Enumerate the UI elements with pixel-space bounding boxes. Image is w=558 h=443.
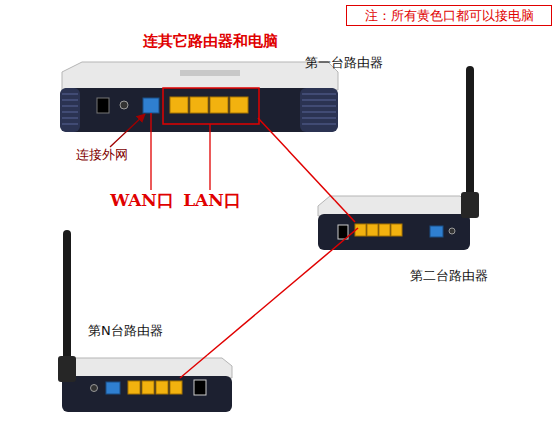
note-box: 注：所有黄色口都可以接电脑 (346, 5, 552, 26)
lan-port (190, 97, 208, 113)
router-top (62, 358, 232, 378)
port-name: WAN口 (106, 189, 178, 212)
router-logo (180, 70, 240, 76)
vent-line (302, 99, 336, 101)
leader-line (209, 124, 210, 190)
router-box: 第二台路由器 (318, 200, 470, 250)
port-name: LAN口 (176, 189, 248, 212)
antenna-base (58, 356, 76, 382)
lan-port (142, 381, 154, 394)
router-back-panel (60, 88, 338, 132)
vent-line (302, 117, 336, 119)
cable-line (288, 150, 335, 200)
lan-port (128, 381, 140, 394)
leader-line (150, 113, 151, 190)
power-jack (97, 98, 109, 113)
wan-port (430, 226, 443, 237)
power-jack (194, 380, 206, 395)
lan-port (367, 224, 378, 236)
vent-line (62, 93, 78, 95)
cable-stub (332, 228, 358, 250)
antenna (63, 230, 71, 365)
router-vent (60, 88, 80, 132)
vent-line (62, 123, 78, 125)
vent-line (62, 99, 78, 101)
lan-port (156, 381, 168, 394)
vent-line (62, 117, 78, 119)
router-heading: 第一台路由器 (305, 54, 383, 72)
router-back-panel (62, 376, 232, 412)
router-heading: 第N台路由器 (88, 322, 163, 340)
vent-line (62, 105, 78, 107)
router-two (318, 66, 479, 250)
lan-highlight-box (163, 88, 259, 124)
router-vent (300, 88, 338, 132)
lan-port (170, 97, 188, 113)
lan-port (379, 224, 390, 236)
cable-stub (258, 118, 288, 150)
wan-port (106, 382, 120, 394)
router-top (62, 62, 338, 90)
vent-lines (62, 94, 336, 124)
lan-port (210, 97, 228, 113)
lan-port (230, 97, 248, 113)
cable-line (207, 250, 332, 355)
callout-text: 连其它路由器和电脑 (125, 32, 295, 51)
router-box: 第N台路由器 (60, 355, 232, 412)
vent-line (302, 93, 336, 95)
wan-port (143, 98, 159, 113)
router-one (60, 62, 338, 132)
cable-stub (335, 200, 356, 222)
lan-port (391, 224, 402, 236)
router-box: 第一台路由器 (60, 62, 338, 150)
cable-stub (180, 355, 207, 378)
router-n (58, 230, 232, 412)
antenna (466, 66, 474, 201)
note-text: 注：所有黄色口都可以接电脑 (365, 7, 534, 25)
lan-port (170, 381, 182, 394)
callout-text: 连接外网 (70, 146, 134, 164)
router-back-panel (318, 214, 470, 250)
antenna-base (461, 192, 479, 218)
vent-line (302, 105, 336, 107)
vent-line (302, 123, 336, 125)
vent-line (302, 111, 336, 113)
reset-button (91, 385, 98, 392)
reset-button (120, 101, 128, 109)
vent-line (62, 111, 78, 113)
router-heading: 第二台路由器 (410, 267, 488, 285)
reset-button (449, 228, 455, 234)
leader-line (110, 114, 145, 147)
